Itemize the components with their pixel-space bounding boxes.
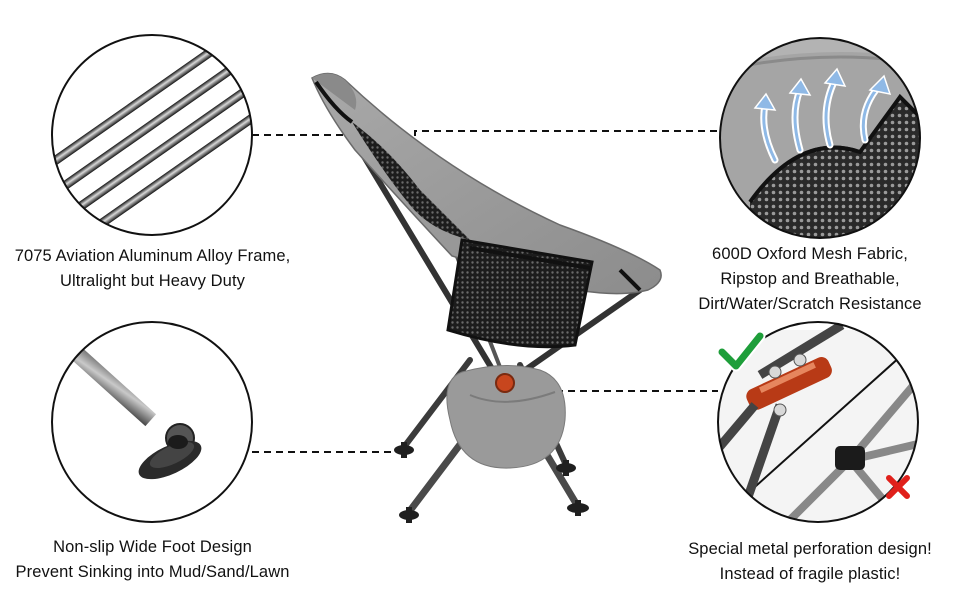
camping-chair <box>311 72 662 523</box>
mesh-caption-line-2: Ripstop and Breathable, <box>720 270 900 288</box>
metal-caption-line-1: Special metal perforation design! <box>688 540 932 558</box>
mesh-caption-line-1: 600D Oxford Mesh Fabric, <box>712 245 908 263</box>
foot-caption-line-1: Non-slip Wide Foot Design <box>53 538 252 556</box>
mesh-caption-line-3: Dirt/Water/Scratch Resistance <box>698 295 922 313</box>
foot-caption-line-2: Prevent Sinking into Mud/Sand/Lawn <box>15 563 290 581</box>
foot-detail-circle <box>51 321 253 523</box>
frame-caption-line-2: Ultralight but Heavy Duty <box>60 272 245 290</box>
hub-comparison-circle <box>716 321 919 523</box>
metal-caption-line-2: Instead of fragile plastic! <box>719 565 901 583</box>
foot-caption: Non-slip Wide Foot Design Prevent Sinkin… <box>0 535 305 585</box>
leader-lines <box>252 130 718 453</box>
mesh-detail-circle <box>719 37 921 239</box>
x-mark-icon <box>886 475 910 499</box>
frame-caption-line-1: 7075 Aviation Aluminum Alloy Frame, <box>14 247 291 265</box>
frame-caption: 7075 Aviation Aluminum Alloy Frame, Ultr… <box>0 244 305 294</box>
metal-caption: Special metal perforation design! Instea… <box>672 537 948 587</box>
check-mark-icon <box>718 332 764 370</box>
mesh-caption: 600D Oxford Mesh Fabric, Ripstop and Bre… <box>672 242 948 317</box>
frame-detail-circle <box>51 34 253 236</box>
